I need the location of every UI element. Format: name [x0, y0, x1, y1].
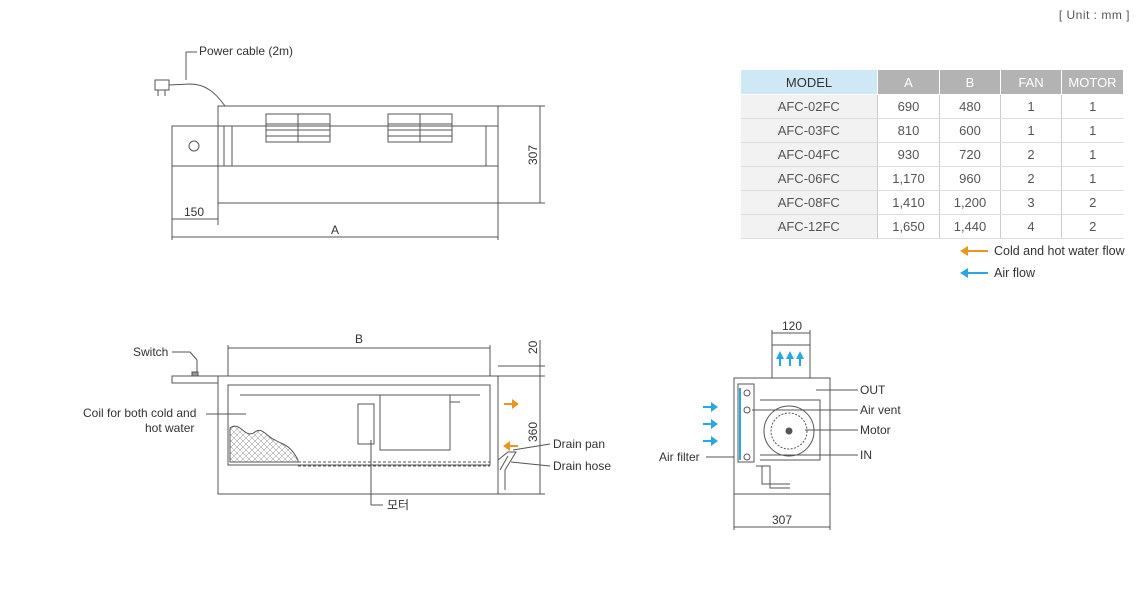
dim-a-label: A: [331, 223, 339, 237]
out-fitting: [743, 389, 751, 397]
front-view: [171, 340, 551, 506]
air-flow-arrows-in: [703, 402, 718, 446]
spec-table-header: MODEL A B FAN MOTOR: [740, 69, 1124, 95]
air-vent-label: Air vent: [860, 403, 901, 417]
header-b: B: [939, 69, 1001, 95]
cell-fan: 1: [1000, 94, 1062, 119]
cell-fan: 3: [1000, 190, 1062, 215]
cell-a: 930: [877, 142, 940, 167]
cell-motor: 2: [1061, 190, 1124, 215]
dim-b-label: B: [355, 332, 363, 346]
cell-model: AFC-06FC: [740, 166, 878, 191]
header-fan: FAN: [1000, 69, 1062, 95]
cell-motor: 1: [1061, 166, 1124, 191]
fan-housing: [379, 394, 451, 451]
legend-water-label: Cold and hot water flow: [994, 244, 1125, 258]
cell-b: 720: [939, 142, 1001, 167]
legend-air-label: Air flow: [994, 266, 1035, 280]
legend-air-flow: Air flow: [960, 266, 1035, 280]
cell-b: 480: [939, 94, 1001, 119]
in-label: IN: [860, 448, 872, 462]
dim-20-label: 20: [526, 340, 540, 354]
cell-motor: 2: [1061, 214, 1124, 239]
cell-a: 810: [877, 118, 940, 143]
orange-arrow-icon: [960, 245, 988, 257]
water-flow-arrow-in: [503, 441, 518, 451]
table-row: AFC-06FC 1,170 960 2 1: [740, 166, 1124, 191]
blower-fan-icon: [763, 405, 815, 457]
header-a: A: [877, 69, 940, 95]
header-motor: MOTOR: [1061, 69, 1124, 95]
cell-b: 1,440: [939, 214, 1001, 239]
table-row: AFC-02FC 690 480 1 1: [740, 94, 1124, 119]
cell-motor: 1: [1061, 94, 1124, 119]
spec-table: MODEL A B FAN MOTOR AFC-02FC 690 480 1 1…: [740, 69, 1124, 239]
coil-label: Coil for both cold and: [83, 406, 196, 420]
cell-fan: 4: [1000, 214, 1062, 239]
drain-pan-label: Drain pan: [553, 437, 605, 451]
motor-box: [357, 403, 375, 445]
cell-b: 600: [939, 118, 1001, 143]
cell-model: AFC-03FC: [740, 118, 878, 143]
control-box: [171, 125, 225, 167]
motor-label: Motor: [860, 423, 891, 437]
air-vent-fitting: [743, 406, 751, 414]
cell-b: 1,200: [939, 190, 1001, 215]
cell-motor: 1: [1061, 142, 1124, 167]
dim-120-label: 120: [782, 319, 802, 333]
legend-water-flow: Cold and hot water flow: [960, 244, 1125, 258]
air-flow-arrows-up: [776, 351, 804, 366]
table-row: AFC-08FC 1,410 1,200 3 2: [740, 190, 1124, 215]
cell-motor: 1: [1061, 118, 1124, 143]
dim-307-label: 307: [526, 145, 540, 165]
table-row: AFC-12FC 1,650 1,440 4 2: [740, 214, 1124, 239]
cell-model: AFC-08FC: [740, 190, 878, 215]
table-row: AFC-03FC 810 600 1 1: [740, 118, 1124, 143]
power-cable-label: Power cable (2m): [199, 44, 293, 58]
in-fitting: [743, 453, 751, 461]
dim-360-label: 360: [526, 422, 540, 442]
drain-hose-label: Drain hose: [553, 459, 611, 473]
coil-label-line2: hot water: [145, 421, 194, 435]
dim-307-side-label: 307: [772, 513, 792, 527]
air-filter-label: Air filter: [659, 450, 700, 464]
table-row: AFC-04FC 930 720 2 1: [740, 142, 1124, 167]
motor-ko-label: 모터: [387, 498, 409, 512]
vent-grille-right: [387, 113, 453, 143]
cell-model: AFC-12FC: [740, 214, 878, 239]
cell-model: AFC-02FC: [740, 94, 878, 119]
cell-fan: 1: [1000, 118, 1062, 143]
cell-a: 690: [877, 94, 940, 119]
cell-fan: 2: [1000, 166, 1062, 191]
out-label: OUT: [860, 383, 886, 397]
switch-knob-icon: [188, 140, 200, 152]
cell-model: AFC-04FC: [740, 142, 878, 167]
cell-a: 1,410: [877, 190, 940, 215]
cell-a: 1,170: [877, 166, 940, 191]
cell-b: 960: [939, 166, 1001, 191]
power-plug-icon: [154, 79, 226, 107]
water-flow-arrow-out: [504, 399, 519, 409]
blue-arrow-icon: [960, 267, 988, 279]
cell-fan: 2: [1000, 142, 1062, 167]
header-model: MODEL: [740, 69, 878, 95]
vent-grille-left: [265, 113, 331, 143]
side-view: [706, 330, 858, 530]
dim-150-label: 150: [184, 205, 204, 219]
unit-label: [ Unit : mm ]: [1058, 8, 1130, 22]
top-view: [154, 51, 545, 240]
switch-label: Switch: [133, 345, 168, 359]
cell-a: 1,650: [877, 214, 940, 239]
